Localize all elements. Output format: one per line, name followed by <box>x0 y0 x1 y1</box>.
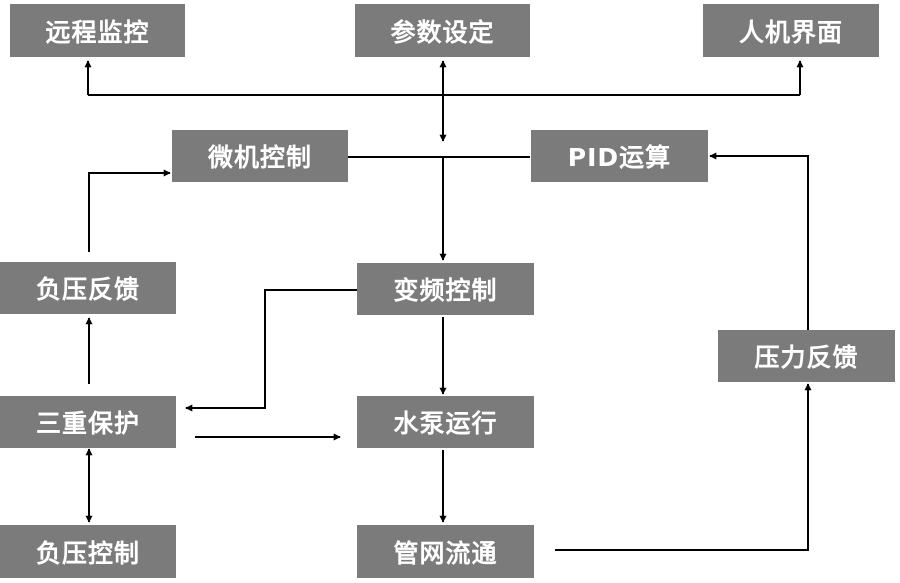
negative-pressure-control-box: 负压控制 <box>0 525 176 578</box>
negative-pressure-control-label: 负压控制 <box>35 538 140 568</box>
hmi-box: 人机界面 <box>703 4 879 57</box>
microcontroller-label: 微机控制 <box>207 143 312 172</box>
pressure-feedback-box: 压力反馈 <box>718 330 895 382</box>
microcontroller-box: 微机控制 <box>172 130 348 182</box>
triple-protection-label: 三重保护 <box>35 409 140 438</box>
remote-monitoring-box: 远程监控 <box>10 4 185 57</box>
parameter-setting-box: 参数设定 <box>355 4 530 57</box>
arrow-pressure-to-pid <box>709 152 809 330</box>
arrow-pipe-to-pressure-feedback <box>555 383 812 551</box>
remote-monitoring-label: 远程监控 <box>45 17 150 47</box>
pid-label: PID运算 <box>567 143 672 172</box>
negative-pressure-feedback-box: 负压反馈 <box>0 262 176 314</box>
triple-protection-box: 三重保护 <box>0 396 176 448</box>
vfd-control-box: 变频控制 <box>357 263 534 315</box>
negative-pressure-feedback-label: 负压反馈 <box>35 275 140 304</box>
pump-running-box: 水泵运行 <box>357 396 534 448</box>
pressure-feedback-label: 压力反馈 <box>754 343 859 372</box>
pipe-flow-box: 管网流通 <box>357 525 534 578</box>
vfd-control-label: 变频控制 <box>393 276 498 305</box>
pipe-flow-label: 管网流通 <box>393 538 498 568</box>
parameter-setting-label: 参数设定 <box>390 17 495 47</box>
hmi-label: 人机界面 <box>738 17 843 47</box>
pid-box: PID运算 <box>531 130 708 182</box>
pump-running-label: 水泵运行 <box>393 409 498 438</box>
arrow-feedback-to-microcontroller <box>88 169 171 252</box>
arrow-vfd-to-protection <box>185 289 357 412</box>
